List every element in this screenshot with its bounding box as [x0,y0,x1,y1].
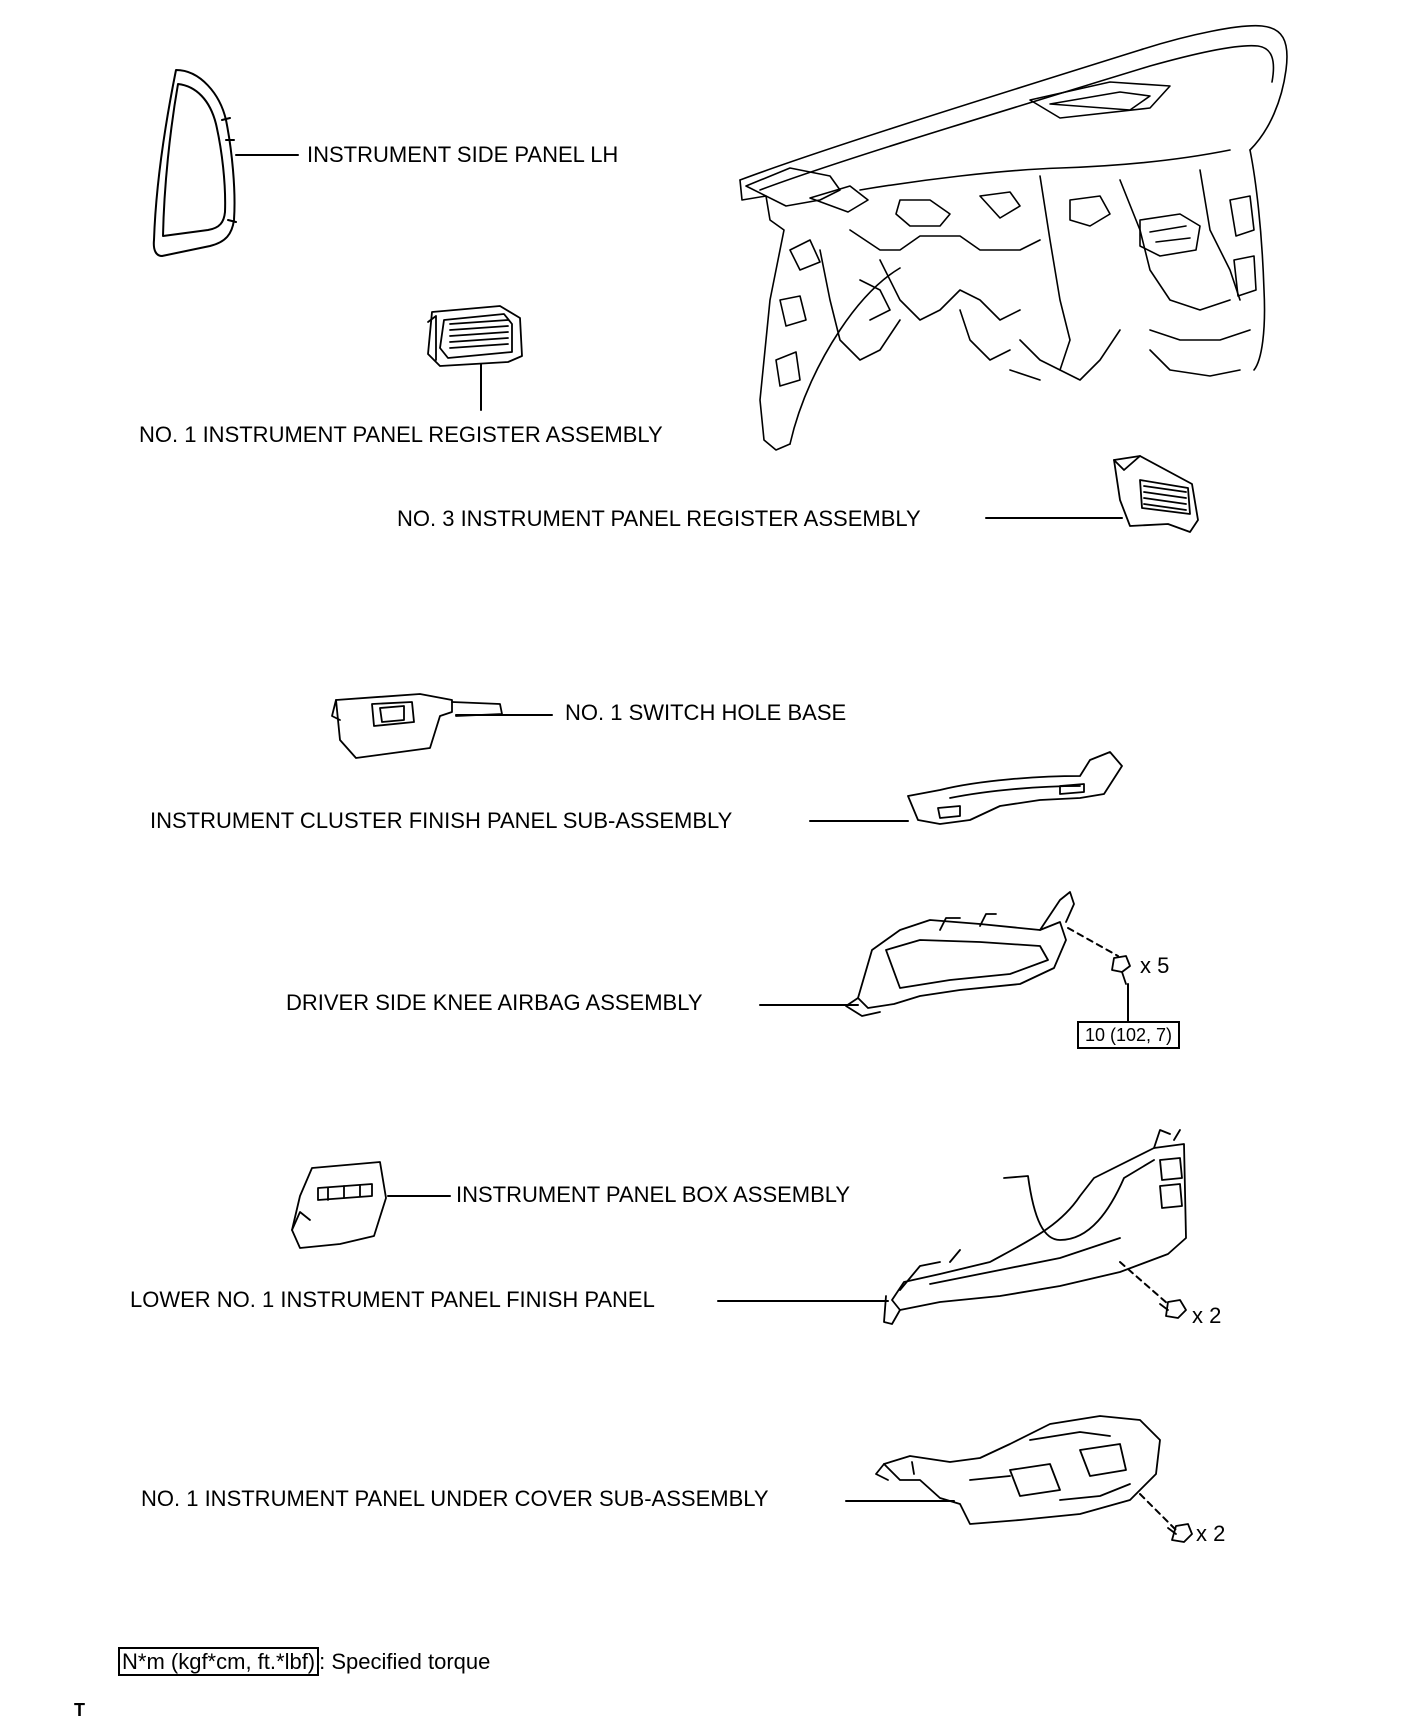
dashed-guide [1119,1261,1169,1305]
label-register-no3: NO. 3 INSTRUMENT PANEL REGISTER ASSEMBLY [397,506,921,531]
label-knee-airbag: DRIVER SIDE KNEE AIRBAG ASSEMBLY [286,990,703,1015]
bolt-icon [1167,1523,1193,1543]
side-panel-lh-part [152,69,237,257]
label-panel-box: INSTRUMENT PANEL BOX ASSEMBLY [456,1182,851,1207]
label-side-panel-lh: INSTRUMENT SIDE PANEL LH [307,142,619,167]
under-cover-part [875,1415,1161,1525]
qty-under-cover-bolts: x 2 [1196,1521,1226,1546]
label-lower-finish-panel: LOWER NO. 1 INSTRUMENT PANEL FINISH PANE… [130,1287,655,1312]
dashed-guide [1139,1493,1177,1531]
label-switch-hole-base: NO. 1 SWITCH HOLE BASE [565,700,847,725]
instrument-panel-part [739,24,1288,451]
label-cluster-finish-panel: INSTRUMENT CLUSTER FINISH PANEL SUB-ASSE… [150,808,733,833]
qty-knee-airbag-bolts: x 5 [1140,953,1170,978]
register-no1-part [427,305,523,367]
legend-units-box: N*m (kgf*cm, ft.*lbf) [118,1647,320,1676]
torque-spec-box: 10 (102, 7) [1077,1021,1181,1049]
legend-description: : Specified torque [319,1649,491,1674]
dashed-guide [1067,927,1119,957]
footer-mark: T [74,1700,85,1720]
switch-hole-base-part [331,693,503,759]
lower-finish-panel-part [883,1129,1187,1325]
register-no3-part [1113,455,1199,533]
label-under-cover: NO. 1 INSTRUMENT PANEL UNDER COVER SUB-A… [141,1486,769,1511]
torque-legend: N*m (kgf*cm, ft.*lbf): Specified torque [118,1647,491,1676]
bolt-icon [1111,955,1131,985]
label-register-no1: NO. 1 INSTRUMENT PANEL REGISTER ASSEMBLY [139,422,663,447]
cluster-finish-panel-part [907,751,1123,825]
knee-airbag-part [845,891,1075,1017]
panel-box-part [291,1161,387,1249]
qty-lower-finish-bolts: x 2 [1192,1303,1222,1328]
bolt-icon [1159,1299,1187,1319]
